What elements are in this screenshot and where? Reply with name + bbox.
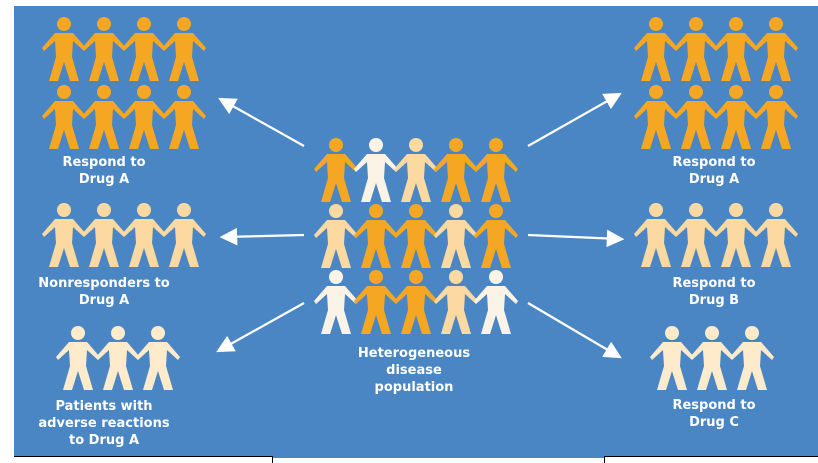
right-group-1-person-0-0 [634, 17, 678, 81]
left-group-1-person-1-2 [122, 85, 166, 149]
right-group-3-person-0-2 [730, 326, 774, 390]
center-person-2-0 [314, 270, 358, 334]
left-group-1-person-0-0 [42, 17, 86, 81]
right-group-1-person-1-3 [754, 85, 798, 149]
right-group-2-person-0-1 [674, 203, 718, 267]
arrow-to-left-group-2 [219, 227, 305, 246]
population-diagram [42, 17, 798, 390]
right-group-1-label: Respond to Drug A [672, 155, 756, 187]
right-group-3-person-0-0 [650, 326, 694, 390]
bottom-left-strip [14, 456, 273, 463]
left-group-1-label: Respond to Drug A [62, 155, 146, 187]
center-population-label: Heterogeneous disease population [357, 346, 471, 395]
left-group-3-person-0-0 [56, 326, 100, 390]
arrow-to-left-group-3 [216, 302, 305, 353]
center-person-0-0 [314, 138, 358, 202]
left-group-1-person-1-1 [82, 85, 126, 149]
right-group-1-person-1-2 [714, 85, 758, 149]
left-group-2-person-0-3 [162, 203, 206, 267]
arrow-to-right-group-2 [527, 229, 625, 248]
center-person-2-1 [354, 270, 398, 334]
center-person-0-4 [474, 138, 518, 202]
left-group-2-person-0-2 [122, 203, 166, 267]
left-group-3-person-0-2 [136, 326, 180, 390]
bottom-right-strip [604, 456, 818, 463]
center-person-1-4 [474, 204, 518, 268]
right-group-2-person-0-0 [634, 203, 678, 267]
arrow-to-right-group-3 [527, 302, 622, 359]
left-group-1-person-0-2 [122, 17, 166, 81]
center-person-1-2 [394, 204, 438, 268]
right-group-1-person-0-1 [674, 17, 718, 81]
diagram-panel: Respond to Drug A Nonresponders to Drug … [14, 6, 818, 458]
right-group-1-person-1-1 [674, 85, 718, 149]
left-group-3-label: Patients with adverse reactions to Drug … [38, 399, 170, 448]
left-group-1-person-0-3 [162, 17, 206, 81]
arrow-to-left-group-1 [218, 97, 305, 147]
left-group-1-person-0-1 [82, 17, 126, 81]
left-group-2-person-0-0 [42, 203, 86, 267]
center-person-2-2 [394, 270, 438, 334]
arrow-to-right-group-1 [527, 92, 622, 147]
right-group-1-person-0-2 [714, 17, 758, 81]
right-group-2-person-0-2 [714, 203, 758, 267]
right-group-3-person-0-1 [690, 326, 734, 390]
right-group-1-person-0-3 [754, 17, 798, 81]
center-person-1-1 [354, 204, 398, 268]
left-group-2-person-0-1 [82, 203, 126, 267]
right-group-3-label: Respond to Drug C [672, 398, 756, 430]
right-group-2-person-0-3 [754, 203, 798, 267]
center-person-2-3 [434, 270, 478, 334]
left-group-1-person-1-0 [42, 85, 86, 149]
left-group-3-person-0-1 [96, 326, 140, 390]
right-group-1-person-1-0 [634, 85, 678, 149]
center-person-1-0 [314, 204, 358, 268]
left-group-1-person-1-3 [162, 85, 206, 149]
center-person-0-2 [394, 138, 438, 202]
right-group-2-label: Respond to Drug B [672, 276, 756, 308]
left-group-2-label: Nonresponders to Drug A [38, 276, 170, 308]
center-person-0-3 [434, 138, 478, 202]
center-person-0-1 [354, 138, 398, 202]
center-person-2-4 [474, 270, 518, 334]
center-person-1-3 [434, 204, 478, 268]
